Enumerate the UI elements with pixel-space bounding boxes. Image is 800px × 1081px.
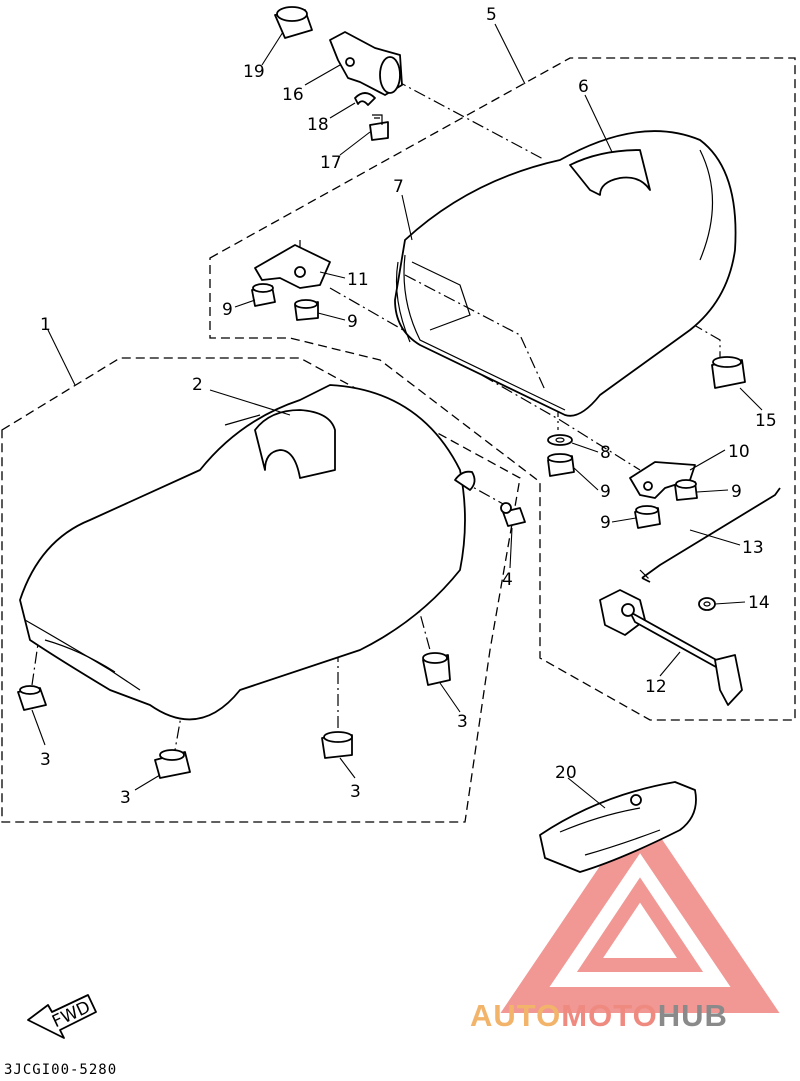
leader-18 [329,102,356,119]
screw-17 [369,114,389,141]
callout-3a: 3 [40,750,51,770]
cap-19 [274,6,313,39]
leader-8 [571,442,599,453]
leader-3c [339,757,356,779]
damper-3c [321,731,353,759]
leader-12 [659,651,681,677]
watermark-text-moto: MOTO [561,998,658,1033]
leader-11 [319,271,346,279]
nut-9a [251,283,276,307]
leader-19 [261,31,284,66]
callout-2: 2 [192,375,203,395]
leader-3a [31,709,46,746]
leader-15 [739,387,763,411]
group-outline-1 [1,357,521,823]
callout-9b: 9 [347,312,358,332]
fwd-arrow: FWD [27,994,97,1039]
diagram-code: 3JCGI00-5280 [4,1062,118,1078]
callout-17: 17 [320,153,342,173]
leader-1 [47,329,76,386]
leader-13 [689,529,741,546]
callout-16: 16 [282,85,304,105]
watermark-text-auto: AUTO [470,998,562,1033]
clip-18 [354,92,376,106]
watermark-logo [500,806,780,1013]
rear-seat [394,130,737,417]
damper-15 [711,356,746,389]
callout-3d: 3 [457,712,468,732]
bracket-11 [254,244,331,289]
leader-9e [611,517,637,523]
callout-13: 13 [742,538,764,558]
callout-20: 20 [555,763,577,783]
callout-9c: 9 [600,482,611,502]
group-outline-5 [209,57,796,721]
callout-5: 5 [486,5,497,25]
leader-17 [339,131,371,156]
front-seat [19,384,476,721]
callout-14: 14 [748,593,770,613]
callout-6: 6 [578,77,589,97]
callout-1: 1 [40,315,51,335]
leader-9b [317,312,346,321]
callout-9a: 9 [222,300,233,320]
leader-9c [573,467,599,491]
leader-7 [401,194,413,241]
bolt-4 [500,502,526,527]
latch-16 [329,31,403,96]
callout-12: 12 [645,677,667,697]
leader-5 [494,23,526,85]
leader-9a [234,299,256,308]
callout-18: 18 [307,115,329,135]
nut-9e [634,505,661,529]
leader-9d [696,489,729,493]
damper-3b [154,749,191,779]
hidden-line-1 [394,79,546,161]
callout-19: 19 [243,62,265,82]
leader-3b [134,774,161,791]
damper-3a [17,685,47,711]
callout-4: 4 [502,570,513,590]
leader-16 [304,64,341,86]
leader-2 [209,389,291,416]
seat-cover-20 [539,781,697,873]
callout-11: 11 [347,270,369,290]
leader-14 [714,601,746,605]
watermark-text: AUTOMOTOHUB [470,998,728,1034]
nut-9c [547,453,575,477]
nut-9d [674,479,698,501]
washer-8 [547,434,573,446]
watermark-text-hub: HUB [657,998,728,1033]
nut-9b [294,299,319,321]
leader-3d [439,682,461,713]
callout-7: 7 [393,177,404,197]
callout-15: 15 [755,411,777,431]
callout-3b: 3 [120,788,131,808]
seat-lock-12 [599,589,743,706]
washer-14 [698,597,716,611]
callout-8: 8 [600,443,611,463]
leader-10 [689,449,726,471]
leader-6 [584,94,613,153]
callout-3c: 3 [350,782,361,802]
callout-10: 10 [728,442,750,462]
damper-3d [422,652,451,686]
rod-13 [641,487,781,583]
callout-9e: 9 [600,513,611,533]
leader-4 [509,527,513,569]
callout-9d: 9 [731,482,742,502]
leader-20 [567,777,606,809]
